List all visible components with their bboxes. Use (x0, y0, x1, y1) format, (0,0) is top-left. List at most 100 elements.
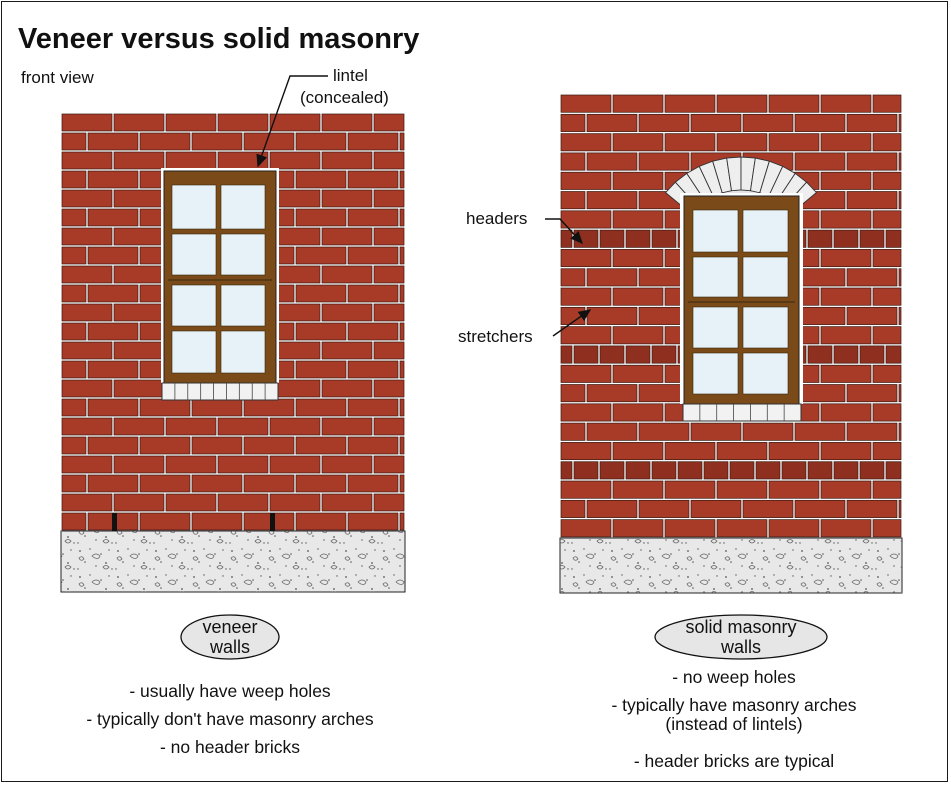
stretcher-brick (560, 422, 586, 441)
headers-leader-arrow (545, 218, 583, 245)
stretcher-brick (586, 113, 638, 132)
stretcher-brick (560, 519, 612, 538)
stretcher-brick (191, 132, 243, 151)
stretcher-brick (846, 191, 898, 210)
stretcher-brick (87, 474, 139, 493)
solid-badge-line2: walls (720, 637, 761, 657)
stretcher-brick (872, 133, 902, 152)
stretcher-brick (399, 132, 405, 151)
stretcher-brick (872, 249, 902, 268)
stretcher-brick (139, 436, 191, 455)
stretcher-brick (846, 422, 898, 441)
stretcher-brick (347, 246, 399, 265)
stretcher-brick (898, 422, 902, 441)
stretcher-brick (321, 341, 373, 360)
stretcher-brick (612, 442, 664, 461)
stretcher-brick (61, 189, 113, 208)
stretcher-brick (61, 455, 113, 474)
header-brick (651, 229, 677, 248)
stretcher-brick (612, 364, 664, 383)
stretcher-brick (321, 303, 373, 322)
stretcher-brick (898, 384, 902, 403)
stretcher-brick (321, 113, 373, 132)
stretcher-brick (612, 171, 664, 190)
stretcher-brick (295, 398, 347, 417)
stretcher-brick (716, 133, 768, 152)
stretcher-brick (560, 210, 612, 229)
stretcher-brick (113, 493, 165, 512)
stretcher-brick (560, 152, 586, 171)
stretcher-brick (716, 94, 768, 113)
stretcher-brick (820, 364, 872, 383)
header-brick (885, 461, 902, 480)
stretcher-brick (638, 499, 690, 518)
header-brick (625, 461, 651, 480)
stretcher-brick (295, 322, 347, 341)
stretcher-brick (113, 341, 165, 360)
solid-window-sill (682, 403, 802, 422)
stretcher-brick (716, 442, 768, 461)
stretcher-brick (612, 94, 664, 113)
stretcher-brick (87, 360, 139, 379)
stretcher-brick (347, 436, 399, 455)
stretcher-brick (820, 94, 872, 113)
stretcher-brick (373, 493, 405, 512)
stretcher-brick (872, 480, 902, 499)
stretcher-brick (321, 417, 373, 436)
veneer-badge-line2: walls (209, 637, 250, 657)
stretcher-brick (399, 512, 405, 531)
stretcher-brick (87, 246, 139, 265)
stretcher-brick (690, 499, 742, 518)
stretcher-brick (113, 189, 165, 208)
solid-note: (instead of lintels) (665, 714, 802, 734)
stretcher-brick (61, 398, 87, 417)
stretcher-brick (217, 113, 269, 132)
veneer-foundation-texture (61, 531, 405, 592)
stretcher-brick (373, 303, 405, 322)
stretcher-brick (872, 326, 902, 345)
stretcher-brick (586, 422, 638, 441)
stretcher-brick (560, 268, 586, 287)
stretcher-brick (139, 474, 191, 493)
stretcher-brick (139, 132, 191, 151)
stretcher-brick (87, 398, 139, 417)
stretcher-brick (217, 417, 269, 436)
stretcher-brick (61, 208, 87, 227)
stretcher-brick (560, 191, 586, 210)
stretcher-brick (898, 499, 902, 518)
stretcher-brick (399, 170, 405, 189)
stretcher-brick (243, 398, 295, 417)
stretcher-brick (399, 436, 405, 455)
header-brick (651, 345, 677, 364)
stretcher-brick (165, 455, 217, 474)
stretcher-brick (560, 94, 612, 113)
stretcher-brick (742, 113, 794, 132)
stretcher-brick (846, 306, 898, 325)
stretcher-brick (898, 113, 902, 132)
stretcher-brick (586, 191, 638, 210)
header-brick (573, 345, 599, 364)
stretcher-brick (820, 171, 872, 190)
header-brick (729, 461, 755, 480)
header-brick (560, 345, 573, 364)
stretcher-brick (664, 94, 716, 113)
stretcher-brick (139, 512, 191, 531)
stretcher-brick (87, 132, 139, 151)
stretcher-brick (165, 417, 217, 436)
stretcher-brick (321, 265, 373, 284)
stretcher-brick (87, 170, 139, 189)
stretcher-brick (87, 436, 139, 455)
header-brick (859, 345, 885, 364)
header-brick (807, 461, 833, 480)
stretcher-brick (61, 132, 87, 151)
stretcher-brick (846, 113, 898, 132)
weep-hole (270, 513, 275, 531)
stretcher-brick (612, 287, 664, 306)
header-brick (755, 461, 781, 480)
stretcher-brick (269, 455, 321, 474)
stretcher-brick (61, 474, 87, 493)
stretcher-brick (872, 519, 902, 538)
stretchers-leader-arrow (552, 309, 592, 337)
stretcher-brick (295, 512, 347, 531)
